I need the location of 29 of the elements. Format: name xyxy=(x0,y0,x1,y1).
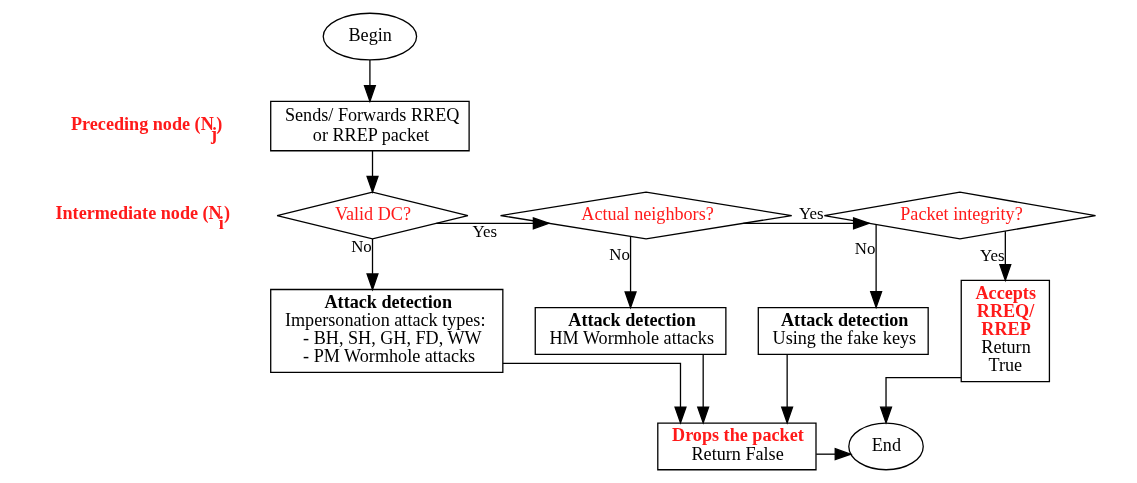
arrow xyxy=(742,217,872,230)
arrow xyxy=(435,217,551,230)
arrow xyxy=(696,353,710,425)
arrow xyxy=(815,447,853,461)
edge-label: No xyxy=(854,238,876,258)
node-box: Sends/ Forwards RREQ or RREP packet xyxy=(270,100,470,152)
arrow xyxy=(624,236,637,310)
arrow xyxy=(366,150,379,194)
node-box: Attack detection Using the fake keys xyxy=(757,307,929,355)
edge-label: Yes xyxy=(980,246,1005,266)
edge-label: Yes xyxy=(472,221,498,241)
node-box: Drops the packet Return False xyxy=(657,422,817,471)
arrow xyxy=(363,59,377,104)
node-box: Accepts RREQ/ RREP Return True xyxy=(960,279,1051,383)
arrow xyxy=(780,353,794,425)
edge-label: Yes xyxy=(799,203,824,223)
arrow xyxy=(366,238,379,292)
node-ellipse: Begin xyxy=(322,12,418,61)
node-box: Attack detection HM Wormhole attacks xyxy=(534,307,727,355)
arrow xyxy=(998,230,1012,283)
node-diamond: Packet integrity? xyxy=(823,191,1097,240)
node-ellipse: End xyxy=(848,422,924,471)
arrow xyxy=(869,223,883,310)
node-box: Attack detection Impersonation attack types: - BH, SH, GH, FD, WW - PM Wormhole attacks xyxy=(270,288,504,374)
node-diamond: Valid DC? xyxy=(276,191,469,240)
edge-label: No xyxy=(609,244,630,264)
arrow xyxy=(502,362,687,425)
arrow xyxy=(879,377,962,425)
node-diamond: Actual neighbors? xyxy=(499,191,793,240)
